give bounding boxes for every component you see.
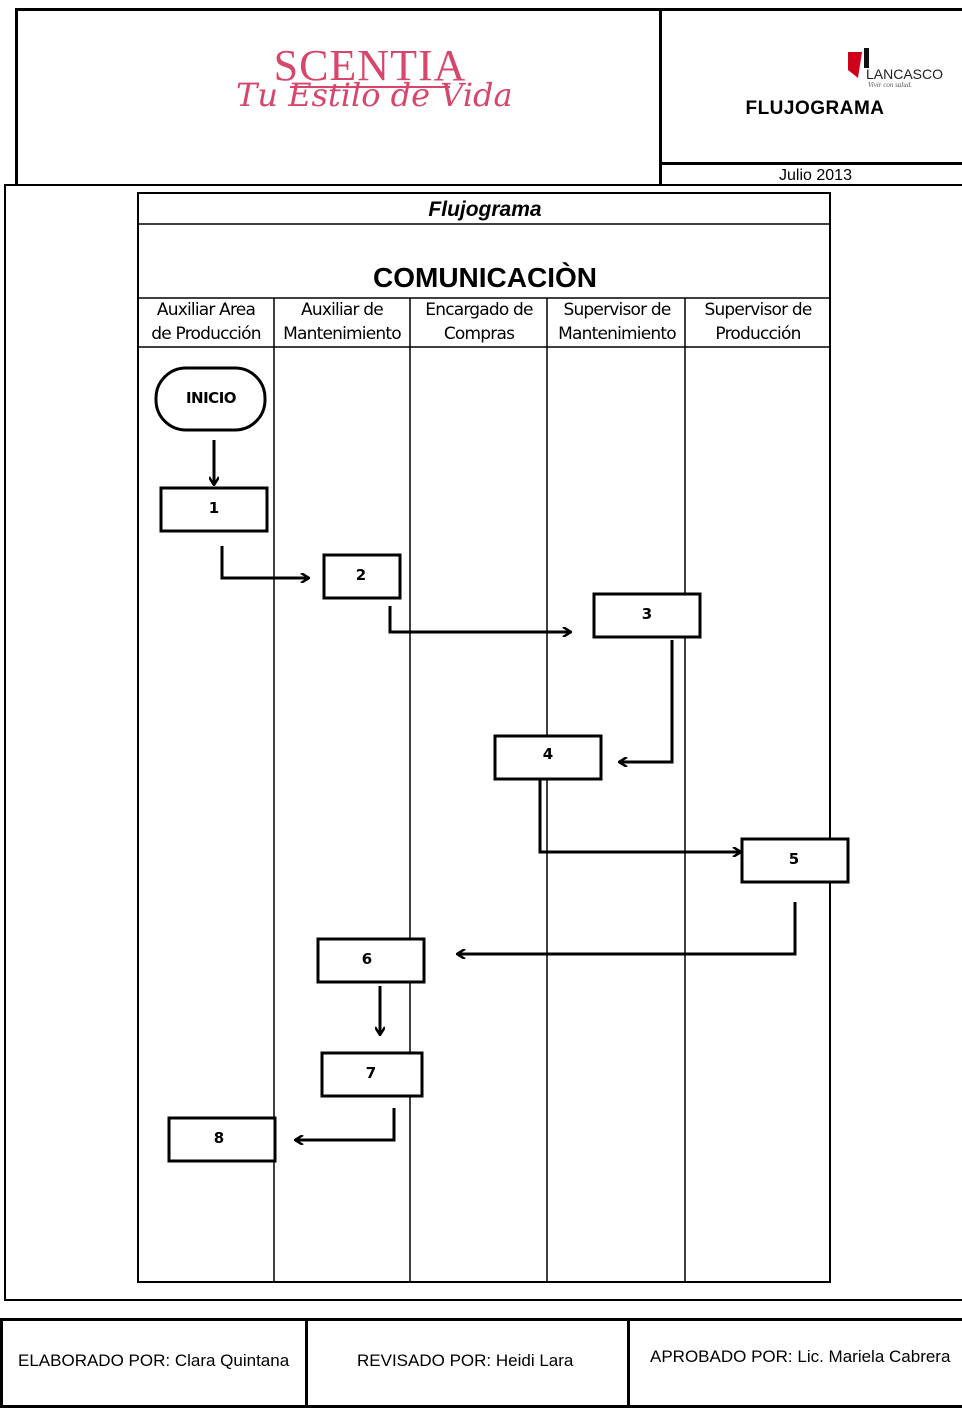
connector-2-3 [388, 606, 570, 632]
connector-5-6 [458, 902, 797, 954]
process-step-label: 3 [642, 605, 652, 623]
lane-header-line2: de Producción [151, 324, 260, 344]
lane-header-line1: Auxiliar Area [157, 300, 255, 320]
process-step-label: 2 [356, 566, 366, 584]
footer-revisado-cell: REVISADO POR: Heidi Lara [305, 1318, 630, 1408]
process-step-box [740, 837, 850, 884]
revisado-por: REVISADO POR: Heidi Lara [357, 1351, 574, 1370]
brand-tagline: Tu Estilo de Vida [236, 76, 513, 114]
lane-header-line2: Compras [444, 324, 515, 344]
table-border [137, 192, 831, 1283]
start-terminator [154, 366, 267, 432]
brand-underline [290, 86, 450, 88]
process-step-box [592, 592, 702, 639]
process-step-label: 5 [789, 850, 799, 868]
swimlane-flowchart: Flujograma COMUNICACIÒN Auxiliar Area de… [137, 192, 850, 1283]
document-date: Julio 2013 [659, 162, 962, 186]
lane-header-line2: Producción [715, 324, 800, 344]
process-step-box [316, 937, 426, 984]
process-step-box [322, 553, 402, 600]
diagram-caption: Flujograma [428, 198, 542, 221]
connector-4-5 [538, 780, 740, 852]
lane-header-line1: Encargado de [425, 300, 533, 320]
connector-7-8 [296, 1108, 396, 1140]
process-step-box [493, 734, 603, 781]
logo-name: LANCASCO [866, 66, 944, 82]
elaborado-por: ELABORADO POR: Clara Quintana [18, 1351, 290, 1370]
lane-header-line1: Supervisor de [563, 300, 670, 320]
diagram-frame [4, 184, 962, 1301]
lancasco-logo-icon [848, 48, 869, 78]
diagram-title: COMUNICACIÒN [373, 262, 597, 293]
aprobado-por: APROBADO POR: Lic. Mariela Cabrera [650, 1347, 951, 1366]
start-label: INICIO [186, 389, 236, 407]
footer-elaborado-cell: ELABORADO POR: Clara Quintana [0, 1318, 308, 1408]
lane-header-line1: Auxiliar de [301, 300, 383, 320]
lane-header-line2: Mantenimiento [283, 324, 401, 344]
process-step-box [320, 1051, 424, 1098]
logo-tagline: Vivir con salud. [868, 81, 913, 89]
process-step-label: 4 [543, 745, 553, 763]
process-step-label: 1 [209, 499, 219, 517]
process-step-box [167, 1116, 277, 1163]
lane-header-line1: Supervisor de [704, 300, 811, 320]
connector-1-2 [220, 546, 308, 578]
process-step-box [159, 486, 269, 533]
process-step-label: 8 [214, 1129, 224, 1147]
lane-header-line2: Mantenimiento [558, 324, 676, 344]
process-step-label: 7 [366, 1064, 376, 1082]
brand-name: SCENTIA [273, 41, 467, 90]
document-type: FLUJOGRAMA [745, 98, 885, 119]
process-step-label: 6 [362, 950, 372, 968]
connector-3-4 [620, 640, 674, 762]
footer-aprobado-cell: APROBADO POR: Lic. Mariela Cabrera [627, 1318, 962, 1408]
